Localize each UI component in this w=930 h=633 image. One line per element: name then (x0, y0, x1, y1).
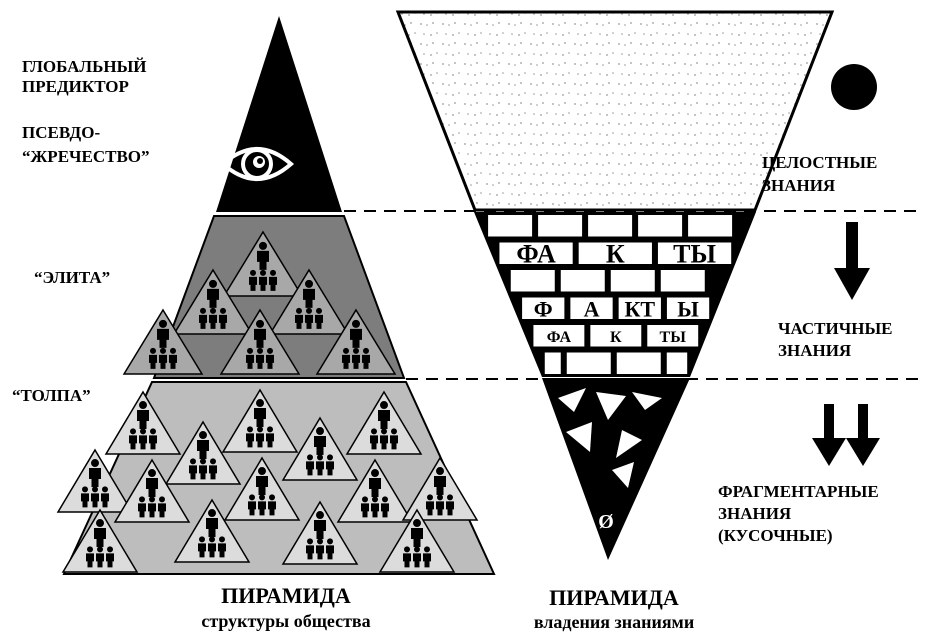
label-global-predictor-2: ПРЕДИКТОР (22, 77, 129, 96)
down-arrow-icon (834, 222, 870, 300)
people-subgroup (315, 308, 397, 375)
brick (566, 352, 611, 374)
brick (590, 325, 642, 347)
brick (488, 215, 533, 237)
black-dot-icon (831, 64, 877, 110)
people-subgroup (221, 388, 299, 453)
brick (533, 325, 585, 347)
brick (638, 215, 683, 237)
brick (499, 242, 573, 264)
brick (544, 352, 561, 374)
brick (610, 270, 655, 292)
people-subgroup (164, 420, 242, 485)
people-subgroup (219, 308, 301, 375)
people-subgroup (61, 508, 139, 573)
people-subgroup (113, 458, 191, 523)
society-pyramid (56, 16, 496, 575)
brick (538, 215, 583, 237)
eye-icon (219, 147, 295, 181)
fact-fragment: ФА (547, 329, 572, 346)
label-partial-1: ЧАСТИЧНЫЕ (778, 319, 892, 338)
people-subgroup (56, 448, 134, 513)
brick (560, 270, 605, 292)
society-caption-title: ПИРАМИДА (221, 583, 351, 608)
people-subgroup (281, 416, 359, 481)
label-crowd: “ТОЛПА” (12, 386, 91, 405)
brick (588, 215, 633, 237)
label-elite: “ЭЛИТА” (34, 268, 110, 287)
fact-fragment: ФА (516, 239, 556, 268)
label-holistic-2: ЗНАНИЯ (762, 176, 835, 195)
knowledge-caption-title: ПИРАМИДА (549, 585, 679, 610)
brick (570, 297, 613, 319)
brick (522, 297, 565, 319)
people-subgroup (281, 500, 359, 565)
empty-set-symbol: Ø (598, 511, 614, 533)
fact-fragment: К (610, 329, 622, 346)
label-holistic-1: ЦЕЛОСТНЫЕ (762, 153, 877, 172)
brick (657, 242, 732, 264)
people-subgroup (172, 268, 254, 335)
label-fragmentary-3: (КУСОЧНЫЕ) (718, 526, 833, 545)
label-fragmentary-2: ЗНАНИЯ (718, 504, 791, 523)
fact-fragment: А (584, 296, 600, 321)
society-caption-subtitle: структуры общества (201, 611, 370, 631)
label-fragmentary-1: ФРАГМЕНТАРНЫЕ (718, 482, 879, 501)
brick (616, 352, 661, 374)
fact-fragment: Ы (677, 296, 699, 321)
double-down-arrow-icon (812, 404, 880, 466)
fact-fragment: ТЫ (660, 329, 687, 346)
fact-fragment: КТ (624, 296, 655, 321)
people-subgroup (336, 458, 414, 523)
people-group-icon (56, 230, 479, 573)
label-pseudo-priesthood-1: ПСЕВДО- (22, 123, 100, 142)
brick (578, 242, 652, 264)
brick (510, 270, 555, 292)
people-subgroup (223, 456, 301, 521)
fact-fragment: ТЫ (673, 239, 716, 268)
pyramid-apex-tier (216, 16, 342, 212)
label-global-predictor: ГЛОБАЛЬНЫЙ (22, 57, 146, 76)
label-pseudo-priesthood-2: “ЖРЕЧЕСТВО” (22, 147, 150, 166)
brick (688, 215, 733, 237)
knowledge-caption-subtitle: владения знаниями (534, 612, 694, 632)
fact-fragment: К (606, 239, 625, 268)
brick (660, 270, 705, 292)
people-subgroup (104, 390, 182, 455)
people-subgroup (122, 308, 204, 375)
people-subgroup (378, 508, 456, 573)
people-subgroup (345, 390, 423, 455)
brick (618, 297, 661, 319)
brick (647, 325, 699, 347)
people-subgroup (222, 230, 304, 297)
people-subgroup (401, 456, 479, 521)
fragment-shards (558, 388, 662, 488)
brick (666, 297, 710, 319)
brick (666, 352, 688, 374)
people-subgroup (268, 268, 350, 335)
fact-fragment: Ф (534, 296, 553, 321)
people-subgroup (173, 498, 251, 563)
label-partial-2: ЗНАНИЯ (778, 341, 851, 360)
